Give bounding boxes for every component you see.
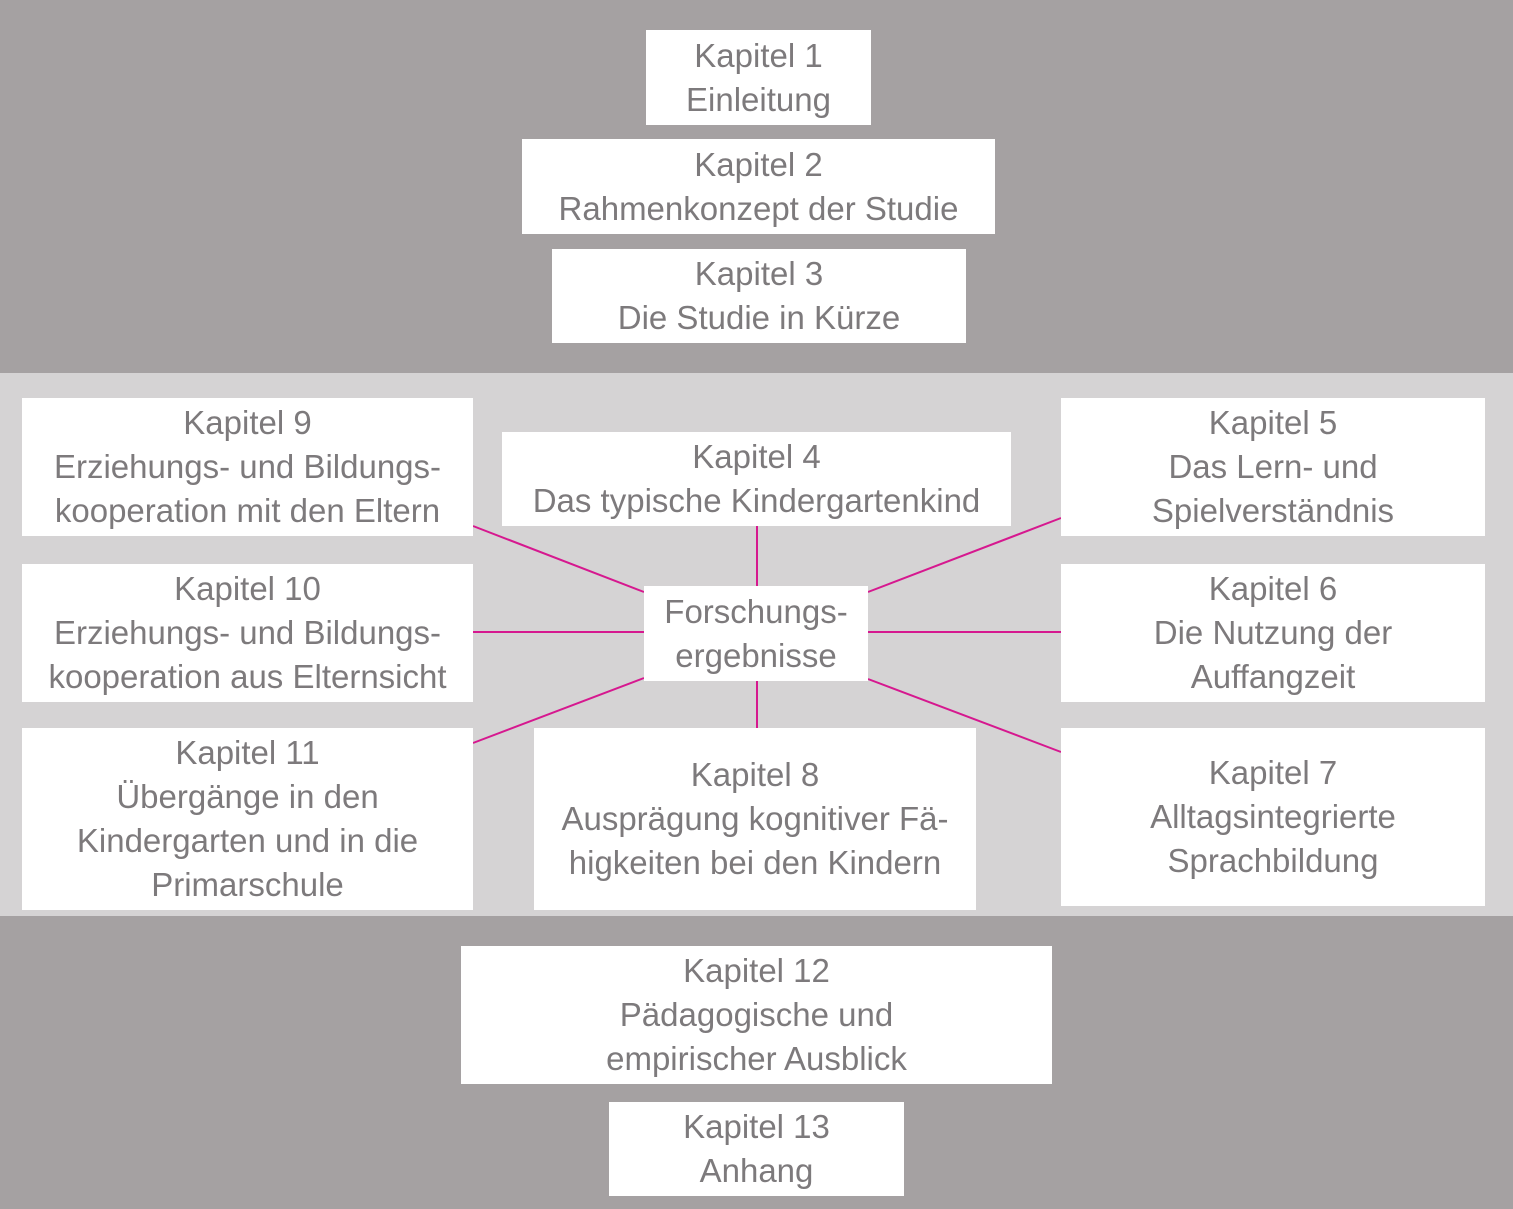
connector-kapitel-5 [867,517,1062,593]
kapitel-6-box: Kapitel 6 Die Nutzung der Auffangzeit [1061,564,1485,702]
chapter-subtitle: Das typische Kindergartenkind [532,482,981,519]
chapter-subtitle: Erziehungs- und Bildungs- [53,614,442,651]
chapter-subtitle: Anhang [699,1152,814,1189]
kapitel-10-box: Kapitel 10 Erziehungs- und Bildungs- koo… [22,564,473,702]
hub-line-1: Forschungs- [664,592,848,630]
kapitel-7-box: Kapitel 7 Alltagsintegrierte Sprachbildu… [1061,728,1485,906]
kapitel-4-box: Kapitel 4 Das typische Kindergartenkind [502,432,1011,526]
hub-forschungsergebnisse: Forschungs- ergebnisse [644,586,868,681]
chapter-title: Kapitel 7 [1208,754,1338,791]
kapitel-13-box: Kapitel 13 Anhang [609,1102,904,1196]
chapter-title: Kapitel 6 [1208,570,1338,607]
chapter-title: Kapitel 5 [1208,404,1338,441]
chapter-subtitle: Rahmenkonzept der Studie [558,189,959,227]
hub-line-2: ergebnisse [675,636,837,674]
chapter-title: Kapitel 4 [692,438,821,475]
kapitel-5-box: Kapitel 5 Das Lern- und Spielverständnis [1061,398,1485,536]
chapter-title: Kapitel 8 [690,756,820,793]
kapitel-8-box: Kapitel 8 Ausprägung kognitiver Fä- higk… [534,728,976,910]
chapter-subtitle: Sprachbildung [1167,842,1379,879]
chapter-subtitle: Die Nutzung der [1153,614,1393,651]
chapter-subtitle: Spielverständnis [1151,492,1395,529]
chapter-subtitle: Pädagogische und [619,996,894,1033]
chapter-subtitle: Einleitung [686,80,831,118]
chapter-subtitle: Auffangzeit [1190,658,1356,695]
chapter-subtitle: Ausprägung kognitiver Fä- [561,800,949,837]
chapter-subtitle: Das Lern- und [1168,448,1378,485]
chapter-title: Kapitel 12 [683,952,830,989]
chapter-subtitle: kooperation mit den Eltern [54,492,441,529]
chapter-title: Kapitel 13 [683,1108,830,1145]
chapter-title: Kapitel 10 [174,570,321,607]
chapter-subtitle: Die Studie in Kürze [617,299,901,336]
kapitel-9-box: Kapitel 9 Erziehungs- und Bildungs- koop… [22,398,473,536]
kapitel-1-box: Kapitel 1 Einleitung [646,30,871,125]
chapter-title: Kapitel 1 [694,36,823,74]
chapter-subtitle: Primarschule [151,866,344,903]
chapter-title: Kapitel 2 [694,145,823,183]
chapter-title: Kapitel 3 [694,255,824,292]
kapitel-11-box: Kapitel 11 Übergänge in den Kindergarten… [22,728,473,910]
chapter-subtitle: Kindergarten und in die [76,822,419,859]
connector-kapitel-9 [472,525,645,593]
connector-kapitel-11 [472,677,645,744]
chapter-title: Kapitel 9 [183,404,312,441]
chapter-subtitle: Übergänge in den [116,778,379,815]
chapter-subtitle: empirischer Ausblick [606,1040,907,1077]
connector-kapitel-7 [867,678,1062,753]
chapter-subtitle: kooperation aus Elternsicht [48,658,447,695]
kapitel-12-box: Kapitel 12 Pädagogische und empirischer … [461,946,1052,1084]
chapter-subtitle: higkeiten bei den Kindern [568,844,942,881]
kapitel-2-box: Kapitel 2 Rahmenkonzept der Studie [522,139,995,234]
kapitel-3-box: Kapitel 3 Die Studie in Kürze [552,249,966,343]
chapter-subtitle: Erziehungs- und Bildungs- [53,448,442,485]
chapter-subtitle: Alltagsintegrierte [1150,798,1396,835]
chapter-title: Kapitel 11 [175,734,320,771]
